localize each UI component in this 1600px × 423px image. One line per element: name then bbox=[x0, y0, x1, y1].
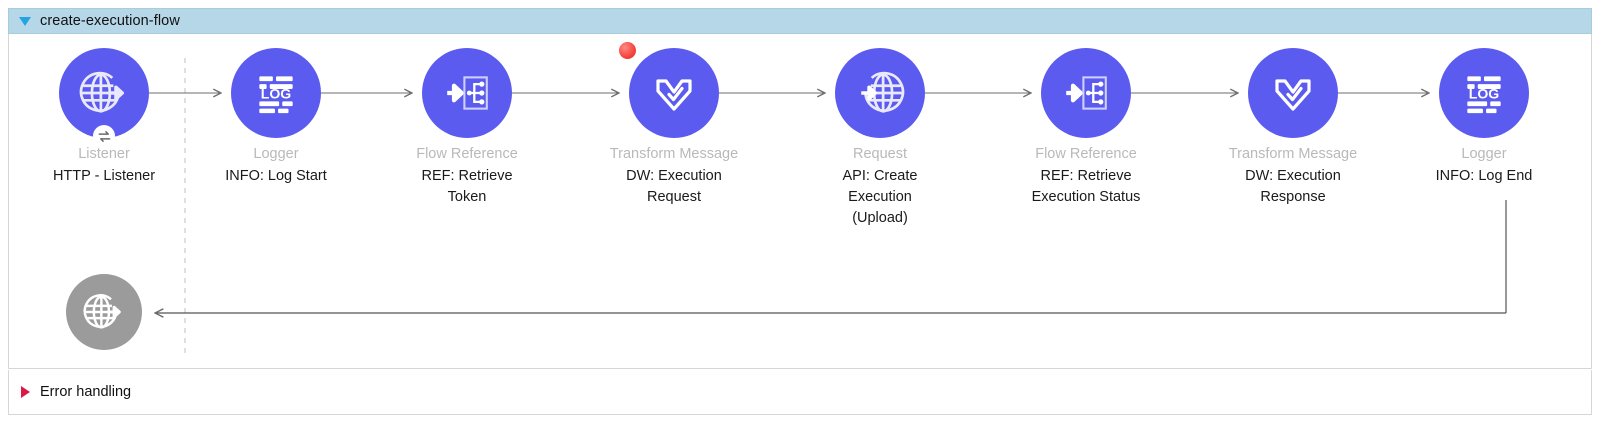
dataweave-icon bbox=[656, 79, 692, 111]
svg-text:LOG: LOG bbox=[1469, 86, 1500, 102]
node-icon-circle[interactable]: LOG bbox=[231, 48, 321, 138]
flow-title: create-execution-flow bbox=[40, 13, 180, 29]
node-name-label: INFO: Log Start bbox=[225, 168, 327, 184]
node-icon-circle[interactable] bbox=[619, 42, 719, 138]
node-listener-response[interactable] bbox=[9, 274, 199, 350]
node-icon-circle[interactable] bbox=[66, 274, 142, 350]
node-http-listener[interactable]: Listener HTTP - Listener bbox=[9, 48, 199, 187]
node-type-label: Logger bbox=[1461, 146, 1507, 162]
node-type-label: Flow Reference bbox=[1035, 146, 1137, 162]
flow-header[interactable]: create-execution-flow bbox=[8, 8, 1592, 34]
error-handling-section[interactable]: Error handling bbox=[8, 370, 1592, 415]
node-name-label: INFO: Log End bbox=[1435, 168, 1533, 184]
error-dot-icon[interactable] bbox=[619, 42, 636, 59]
node-name-label: HTTP - Listener bbox=[52, 168, 156, 184]
flow-canvas[interactable]: Listener HTTP - Listener L bbox=[8, 34, 1592, 369]
sync-arrows-icon bbox=[93, 125, 115, 147]
log-icon: LOG bbox=[1467, 76, 1501, 114]
node-icon-circle[interactable] bbox=[835, 48, 925, 138]
node-icon-circle[interactable]: LOG bbox=[1439, 48, 1529, 138]
log-icon: LOG bbox=[259, 76, 293, 114]
triangle-right-icon[interactable] bbox=[21, 386, 30, 398]
node-icon-circle[interactable] bbox=[59, 48, 149, 147]
node-icon-circle[interactable] bbox=[422, 48, 512, 138]
globe-arrow-out-icon bbox=[79, 71, 124, 113]
node-type-label: Transform Message bbox=[1228, 146, 1358, 162]
dataweave-icon bbox=[1275, 79, 1311, 111]
globe-arrow-out-icon bbox=[83, 294, 121, 329]
node-type-label: Logger bbox=[253, 146, 299, 162]
node-type-label: Request bbox=[852, 146, 907, 162]
flow-reference-icon bbox=[1066, 76, 1107, 110]
error-handling-label: Error handling bbox=[40, 384, 132, 400]
node-icon-circle[interactable] bbox=[1041, 48, 1131, 138]
node-logger-start[interactable]: LOG Logger INFO: Log Start bbox=[181, 48, 371, 187]
globe-arrow-in-icon bbox=[861, 71, 905, 113]
node-type-label: Transform Message bbox=[609, 146, 739, 162]
node-type-label: Listener bbox=[78, 146, 130, 162]
triangle-down-icon[interactable] bbox=[19, 16, 31, 26]
flow-reference-icon bbox=[447, 76, 488, 110]
node-logger-end[interactable]: LOG Logger INFO: Log End bbox=[1389, 48, 1579, 187]
node-icon-circle[interactable] bbox=[1248, 48, 1338, 138]
svg-text:LOG: LOG bbox=[261, 86, 292, 102]
node-type-label: Flow Reference bbox=[416, 146, 518, 162]
